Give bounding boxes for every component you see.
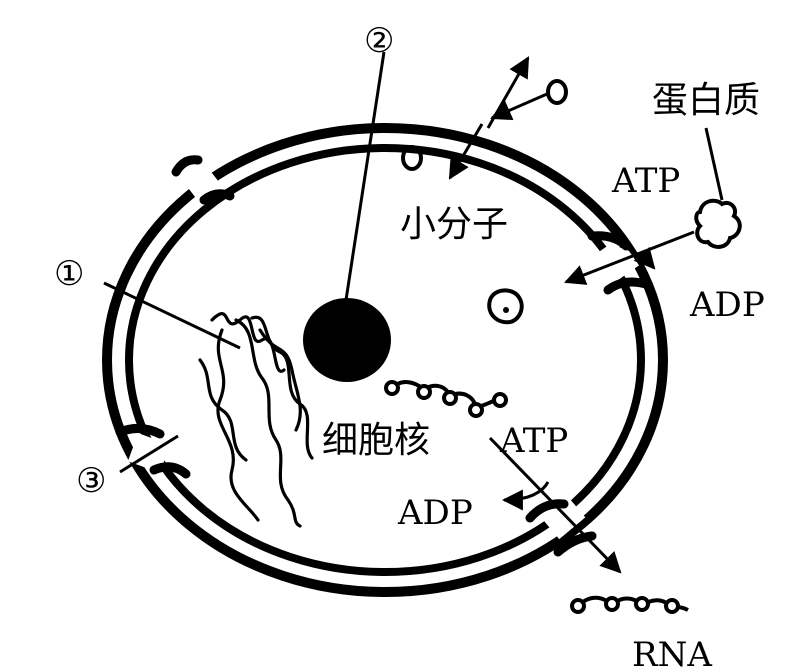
leader-line-2 <box>346 52 384 300</box>
marker-1-label: ① <box>54 254 84 294</box>
protein-label: 蛋白质 <box>652 80 760 121</box>
protein-import-arrow <box>566 232 694 282</box>
small-molecule-label: 小分子 <box>400 204 508 245</box>
nucleolus <box>303 298 391 382</box>
adp-right-label: ADP <box>689 285 765 325</box>
marker-2-label: ② <box>364 21 394 61</box>
small-molecule-outside <box>548 81 566 103</box>
nucleus-label: 细胞核 <box>322 420 430 461</box>
atp-top-label: ATP <box>611 161 680 201</box>
rna-outside <box>572 598 688 612</box>
marker-3-label: ③ <box>76 461 106 501</box>
leader-line-protein <box>706 128 722 200</box>
rna-label: RNA <box>632 635 712 672</box>
protein-inside <box>489 290 521 322</box>
atp-bottom-label: ATP <box>499 421 568 461</box>
adp-bottom-label: ADP <box>397 493 473 533</box>
chromatin <box>200 314 312 526</box>
protein-outside <box>696 201 740 247</box>
rna-inside <box>386 382 506 416</box>
